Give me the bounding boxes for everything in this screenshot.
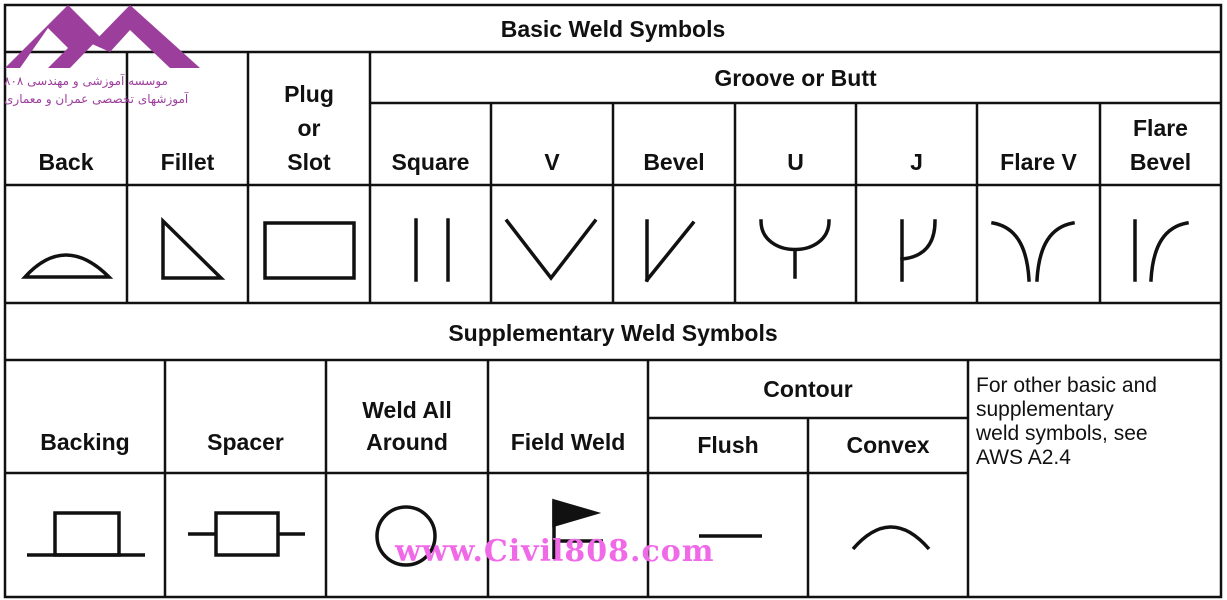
supplementary-weld-symbols-title: Supplementary Weld Symbols — [448, 320, 778, 346]
back-weld-symbol-icon — [21, 253, 114, 279]
header-spacer: Spacer — [207, 429, 284, 455]
header-plug-line2: or — [297, 115, 321, 141]
header-back: Back — [38, 149, 94, 175]
header-flare-bevel-line2: Bevel — [1129, 149, 1192, 175]
header-bevel: Bevel — [643, 149, 705, 175]
spacer-symbol-icon — [188, 511, 305, 557]
header-weld-all-line2: Around — [366, 429, 448, 455]
basic-weld-symbols-title: Basic Weld Symbols — [500, 16, 726, 42]
basic-symbols-row — [21, 216, 1190, 283]
j-groove-symbol-icon — [900, 219, 937, 282]
weld-all-around-symbol-icon — [375, 505, 437, 567]
header-field-weld: Field Weld — [510, 429, 626, 455]
groove-or-butt-title: Groove or Butt — [714, 65, 877, 91]
header-weld-all-line1: Weld All — [362, 397, 452, 423]
header-contour: Contour — [763, 376, 853, 402]
reference-note-line2: supplementary — [976, 398, 1114, 421]
header-backing: Backing — [40, 429, 130, 455]
institute-logo — [5, 5, 200, 68]
logo-text-line1: موسسه آموزشی و مهندسی ۸۰۸ — [4, 74, 168, 88]
header-fillet: Fillet — [160, 149, 215, 175]
header-square: Square — [391, 149, 470, 175]
plug-slot-weld-symbol-icon — [263, 221, 356, 280]
fillet-weld-symbol-icon — [161, 216, 226, 280]
reference-note-line1: For other basic and — [976, 374, 1157, 397]
header-flare-bevel-line1: Flare — [1133, 115, 1188, 141]
bevel-groove-symbol-icon — [644, 219, 696, 283]
u-groove-symbol-icon — [759, 219, 831, 279]
field-weld-flag-icon — [552, 498, 603, 559]
v-groove-symbol-icon — [504, 218, 598, 281]
header-plug-line3: Slot — [287, 149, 331, 175]
header-u: U — [787, 149, 804, 175]
convex-contour-symbol-icon — [851, 525, 931, 551]
backing-symbol-icon — [27, 511, 145, 557]
header-v: V — [544, 149, 560, 175]
flare-bevel-groove-symbol-icon — [1133, 219, 1190, 282]
reference-note: For other basic and supplementary weld s… — [976, 374, 1216, 470]
header-convex: Convex — [846, 432, 930, 458]
header-plug-line1: Plug — [284, 81, 334, 107]
website-watermark: www.Civil808.com — [395, 534, 715, 569]
square-groove-symbol-icon — [414, 218, 450, 282]
header-j: J — [910, 149, 923, 175]
reference-note-line3: weld symbols, see — [976, 422, 1148, 445]
reference-note-line4: AWS A2.4 — [976, 446, 1071, 469]
header-flare-v: Flare V — [1000, 149, 1077, 175]
logo-text-line2: آموزشهای تخصصی عمران و معماری — [4, 92, 189, 106]
flare-v-groove-symbol-icon — [990, 220, 1076, 282]
header-flush: Flush — [697, 432, 759, 458]
supplementary-symbols-row — [27, 498, 931, 567]
